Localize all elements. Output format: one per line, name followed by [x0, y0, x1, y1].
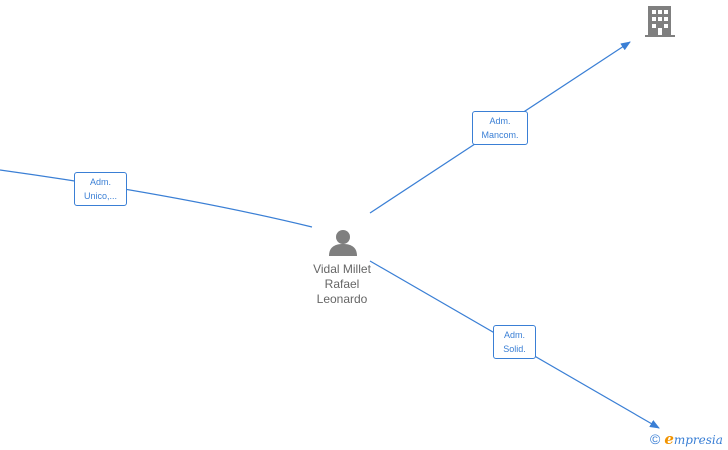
edge-label-adm-solid[interactable]: Adm. Solid.	[493, 325, 536, 359]
edge-label-line: Mancom.	[481, 130, 519, 140]
brand-logo-initial: e	[664, 430, 674, 448]
person-name-line: Rafael	[324, 277, 360, 291]
building-icon[interactable]	[645, 6, 675, 37]
brand-footer: ©empresia	[650, 430, 723, 448]
edge-label-adm-unico[interactable]: Adm. Unico,...	[74, 172, 127, 206]
edge-label-line: Solid.	[503, 344, 526, 354]
edge-label-line: Adm.	[89, 177, 111, 187]
edge-left	[0, 169, 313, 228]
person-name-line: Leonardo	[316, 292, 368, 306]
person-name[interactable]: Vidal Millet Rafael Leonardo	[296, 262, 388, 307]
copyright-symbol: ©	[650, 431, 661, 447]
person-name-line: Vidal Millet	[313, 262, 371, 276]
edge-label-line: Unico,...	[83, 191, 117, 201]
person-icon[interactable]	[329, 230, 357, 256]
edge-label-line: Adm.	[503, 330, 525, 340]
edge-label-line: Adm.	[489, 116, 511, 126]
brand-logo-text: mpresia	[673, 433, 723, 447]
edge-label-adm-mancom[interactable]: Adm. Mancom.	[472, 111, 528, 145]
